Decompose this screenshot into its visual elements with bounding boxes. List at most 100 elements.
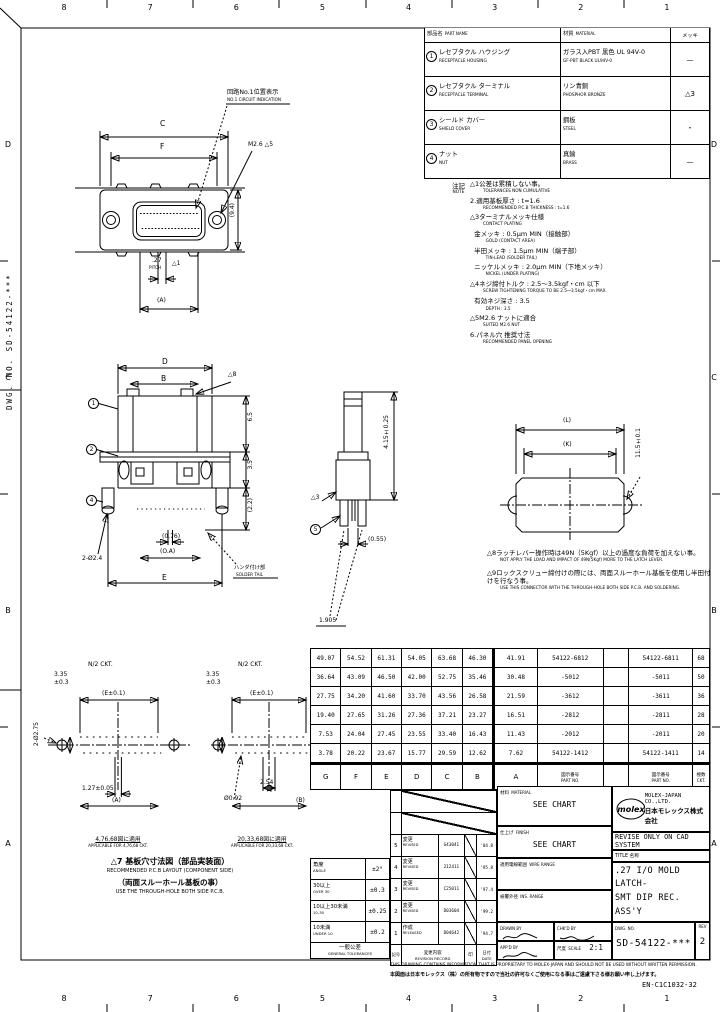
dim-b: 26.58 [462,687,494,706]
zone-number: 8 [61,3,67,12]
part-name-en: NUT [439,160,448,165]
note-item: 半田メッキ : 1.5μm MIN（端子部） TIN-LEAD (SOLDER … [470,247,712,260]
tolerance-label-en: ANGLE [313,868,326,873]
revision-stamp [464,879,478,900]
side-dim-b: B [161,374,167,383]
mount-style-cell [603,706,630,725]
dim-a: 11.43 [493,725,538,744]
zone-number: 4 [406,994,412,1003]
footer-e: E [372,765,403,789]
title-line-1: .27 I/O MOLD LATCH- [615,865,681,890]
side-dim-e: E [162,573,167,582]
revision-header-stamp: 印 [465,945,478,965]
pcb-left-a: (A) [112,797,121,804]
notes-list: △1公差は累積しない事。 TOLERANCES NON CUMULATIVE 2… [470,180,712,347]
finish-label-jp: 仕上げ [500,831,514,836]
zone-letter: A [5,839,11,848]
mount-style-cell [603,687,630,706]
part-finish: △3 [685,89,695,98]
footer-ckt-jp: 極数 [696,772,706,778]
part-no-dip: 54122-1411 [629,744,694,763]
note-item: △5M2.6 ナットに適合 SUITED M2.6 NUT [470,314,712,327]
revision-no: 5 [391,835,402,856]
front-circuit-note-jp: 回路No.1位置表示 [227,89,279,96]
pcb-left-app-jp: 4,76,68図に適用 [95,837,141,843]
circuit-count: 28 [693,706,709,725]
revision-header-desc-en: REVISION RECORD [414,955,451,961]
revision-no: 3 [391,879,402,900]
corner-form-code: EN-C1C1032-32 [642,981,697,989]
zone-letter: D [710,140,718,149]
revision-action-en: REVISED [402,843,419,847]
wire-range-cell: 適用電線範囲 WIRE RANGE [497,858,612,890]
scale-label-jp: 尺度 [557,947,566,952]
dim-c: 29.59 [432,744,463,763]
footer-g: G [311,765,342,789]
revision-ecn: D04642 [439,923,465,944]
front-pitch-note: △1 [172,260,181,267]
warning-note-item: △9ロックスクリュー締付けの際には、両面スルーホール基板を使用し半田付けを行なう… [487,569,713,590]
dim-a: 30.48 [493,668,538,687]
appd-by-label: APP'D BY [500,945,518,950]
parts-table-row: 2 レセプタクル ターミナル RECEPTACLE TERMINAL リン青銅 … [425,77,709,111]
circuit-count: 50 [693,668,709,687]
footer-part-no2-en: PART NO. [561,777,580,783]
disclaimer-en: THIS DRAWING CONTAINS INFORMATION THAT I… [390,963,697,968]
pcb-left-335: 3.35 [54,671,68,678]
balloon-4: 4 [86,495,97,506]
note-text-jp: 公差は累積しない事。 [479,180,545,188]
dim-d: 42.00 [402,668,433,687]
revision-spare-row [391,813,496,835]
note-item: 有効ネジ深さ : 3.5 DEPTH : 3.5 [470,297,712,310]
revision-date: '97.4 [480,887,493,892]
part-name-jp: ナット [439,151,458,158]
note-marker: △3 [470,213,480,222]
scale-cell: 尺度 SCALE 2:1 [554,941,612,960]
zone-number: 1 [664,3,670,12]
header-part-name: 部品名 [427,31,443,37]
dim-f: 20.22 [341,744,372,763]
part-no-smt: -5012 [537,668,604,687]
balloon-5: 5 [310,524,321,535]
tolerance-label-jp: 角度 [313,862,324,868]
pcb-left-275: 2-Ø2.75 [33,722,40,747]
note-item: 6.パネル穴 推奨寸法 RECOMMENDED PANEL OPENING [470,331,712,344]
part-material-jp: 真鍮 [563,151,576,158]
circuit-count: 14 [693,744,709,763]
zone-number: 2 [578,994,584,1003]
front-pitch: .27 [152,257,162,264]
footer-d: D [402,765,433,789]
dimension-table: 49.07 54.52 61.31 54.05 63.68 46.30 41.9… [310,648,710,790]
side-oa: (O.A) [160,548,176,555]
note-text-jp: 半田メッキ : 1.5μm MIN（端子部） [470,246,581,255]
part-material-jp: リン青銅 [563,83,589,90]
pcb-left-applicability: 4,76,68図に適用 APPLICABLE FOR 4,76,68 CKT. [48,834,188,848]
dim-g: 3.78 [311,744,342,763]
dim-c: 37.21 [432,706,463,725]
mount-style-cell [603,725,630,744]
part-no-dip: 54122-6811 [629,649,694,668]
note-text-jp: 有効ネジ深さ : 3.5 [470,297,530,306]
note-text-jp: 適用基板厚さ : t=1.6 [476,196,540,205]
title-label-cell: TITLE 名称 [612,850,710,862]
note-marker: △4 [470,279,480,288]
side-dim-h3: (2.2) [247,498,254,513]
front-pitch-sub: PITCH [149,265,162,270]
circuit-count: 20 [693,725,709,744]
footer-mount [604,765,630,789]
zone-number: 4 [406,3,412,12]
note-text-en: TIN-LEAD (SOLDER TAIL) [483,254,537,260]
part-no-dip: -2811 [629,706,694,725]
footer-f: F [341,765,372,789]
part-no-smt: 54122-1412 [537,744,604,763]
warning-note-item: △8ラッチレバー操作時は49N（5Kgf）以上の過度な負荷を加えない事。 NOT… [487,549,713,562]
rev-cell: REV 2 [695,922,710,960]
parts-table-row: 3 シールド カバー SHIELD COVER 鋼板 STEEL ・ [425,111,709,145]
zone-number: 6 [233,994,239,1003]
ins-range-cell: 被覆外径 INS. RANGE [497,890,612,922]
pcb-left-127: 1.27±0.05 [82,785,114,792]
revision-header-desc-jp: 変更内容 [423,950,442,956]
